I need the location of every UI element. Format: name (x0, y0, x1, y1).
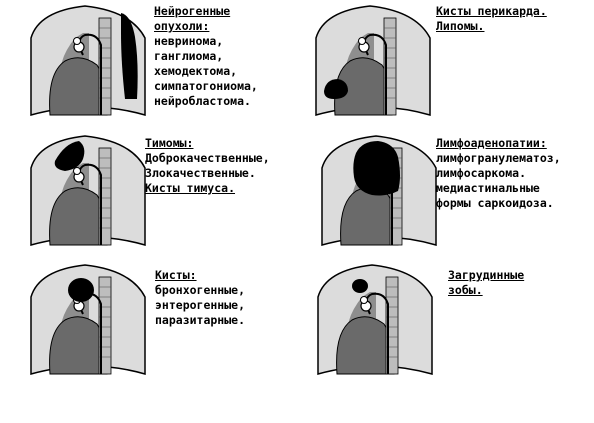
chest-figure-thymoma (25, 133, 153, 251)
lesion-neurogenic (121, 13, 138, 99)
caption-line: нейробластома. (154, 94, 251, 108)
lesion-pericardial (324, 79, 348, 99)
caption-line: Тимомы: (145, 136, 194, 150)
caption-line: лимфосаркома. (436, 166, 527, 180)
chest-diagram (315, 5, 431, 116)
chest-diagram (30, 5, 146, 116)
lesion-cyst (68, 278, 94, 302)
caption-line: Злокачественные. (145, 166, 256, 180)
caption-line: Лимфоаденопатии: (436, 136, 547, 150)
chest-base (30, 5, 146, 116)
chest-diagram (321, 135, 437, 246)
caption-line: Доброкачественные, (145, 151, 270, 165)
caption-line: зобы. (448, 283, 483, 297)
caption-line: Загрудинные (448, 268, 525, 282)
caption-line: формы саркоидоза. (436, 196, 554, 210)
caption-line: Кисты тимуса. (145, 181, 236, 195)
chest-diagram (317, 264, 433, 375)
lesion-goiter (352, 279, 368, 293)
caption-line: бронхогенные, (155, 283, 246, 297)
lesion-thymoma (54, 141, 85, 171)
caption-line: невринома, (154, 34, 224, 48)
chest-base (30, 135, 146, 246)
caption-line: опухоли: (154, 19, 210, 33)
chest-base (317, 264, 433, 375)
caption-cysts: Кисты: бронхогенные, энтерогенные, параз… (155, 268, 245, 328)
caption-line: Нейрогенные (154, 4, 231, 18)
caption-thymoma: Тимомы: Доброкачественные, Злокачественн… (145, 136, 270, 196)
caption-goiter: Загрудинные зобы. (448, 268, 524, 298)
caption-line: Кисты перикарда. (436, 4, 547, 18)
chest-figure-goiter (312, 262, 440, 380)
chest-figure-lymphadenopathy (316, 133, 444, 251)
chest-base (30, 264, 146, 375)
chest-figure-neurogenic (25, 3, 153, 121)
chest-figure-cysts (25, 262, 153, 380)
chest-diagram (30, 264, 146, 375)
caption-line: симпатогониома, (154, 79, 258, 93)
caption-pericardial: Кисты перикарда. Липомы. (436, 4, 547, 34)
caption-line: ганглиома, (154, 49, 224, 63)
caption-line: Липомы. (436, 19, 485, 33)
chest-figure-pericardial (310, 3, 438, 121)
caption-line: паразитарные. (155, 313, 246, 327)
caption-line: медиастинальные (436, 181, 540, 195)
caption-line: энтерогенные, (155, 298, 246, 312)
caption-lymphadenopathy: Лимфоаденопатии: лимфогранулематоз, лимф… (436, 136, 561, 211)
chest-diagram (30, 135, 146, 246)
caption-line: Кисты: (155, 268, 197, 282)
caption-line: лимфогранулематоз, (436, 151, 561, 165)
caption-neurogenic: Нейрогенные опухоли: невринома, ганглиом… (154, 4, 258, 109)
lesion-lymphadenopathy (353, 141, 400, 196)
caption-line: хемодектома, (154, 64, 238, 78)
